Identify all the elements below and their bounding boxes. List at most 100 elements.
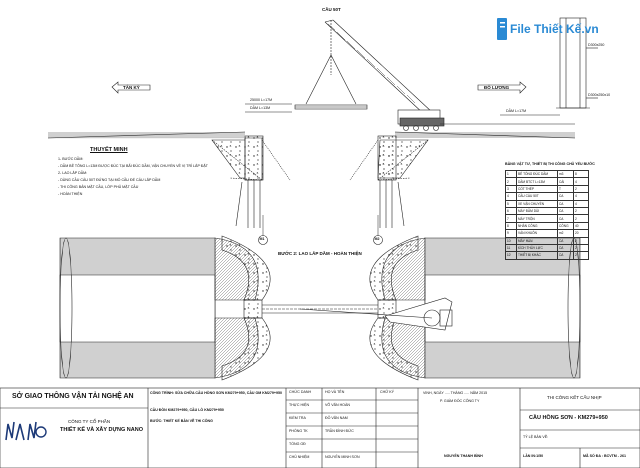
pier-m1-label: M1 (259, 237, 265, 241)
material-cell: 20 (573, 229, 589, 238)
project-label: CÔNG TRÌNH: SỬA CHỮA CẦU HỒNG SƠN KM279+… (150, 391, 282, 395)
method-line: - THI CÔNG BẢN MẶT CẦU, LỚP PHỦ MẶT CẦU (58, 185, 139, 189)
material-cell: 11 (505, 243, 517, 253)
material-cell: m3 (557, 169, 574, 179)
material-cell: 5 (505, 199, 517, 208)
material-cell: 8 (573, 169, 589, 179)
signature-header: CHỮ KÝ (380, 390, 395, 394)
material-cell: m2 (557, 229, 574, 238)
pile-detail (556, 17, 598, 109)
material-cell: DẦM BTCT L=13M (516, 177, 558, 186)
material-cell: CẦU CẨU 50T (516, 192, 558, 201)
sheet-title: THI CÔNG KẾT CẤU NHỊP (547, 395, 602, 400)
material-cell: CÔNG (557, 221, 574, 231)
material-cell: CA (557, 206, 574, 216)
material-cell: MÁY HÀN (516, 236, 558, 245)
method-line: - HOÀN THIỆN (58, 192, 83, 196)
method-line: 2- LAO LẮP DẦM: (58, 171, 88, 175)
direction-arrow-right (477, 81, 527, 94)
dim-label-2: DẦM L=13M (250, 106, 271, 110)
material-cell: 2 (505, 177, 517, 186)
material-cell: CA (557, 251, 574, 260)
material-cell: 2 (573, 243, 589, 253)
material-cell: CA (557, 214, 574, 223)
project-scope: CẦU ĐÒN KM279+950, CẦU LÒ KM279+950 (150, 408, 224, 412)
name-cell: VÕ VĂN HOÀN (325, 403, 350, 407)
title-block-lines (0, 387, 640, 468)
dim-label-1: 25000 L=17M (250, 98, 273, 102)
crane-label: CẦU 50T (322, 7, 341, 12)
dim-label-3: DẦM L=17M (506, 109, 527, 113)
elevation-view (47, 19, 576, 228)
sheet-number: LẦN IN:1/50 (523, 454, 544, 458)
material-cell: THIẾT BỊ KHÁC (516, 251, 558, 260)
material-cell: NHÂN CÔNG (516, 221, 558, 231)
material-cell: 2 (573, 214, 589, 223)
material-cell: 8 (505, 221, 517, 231)
material-cell: 1 (505, 169, 517, 179)
drawing-code: MÃ SỐ ĐA : BCVTM - 261 (583, 454, 626, 458)
material-cell: 2 (573, 251, 589, 260)
right-direction-label: ĐÔ LƯƠNG (484, 85, 510, 90)
material-cell: 40 (573, 221, 589, 231)
material-cell: MÁY ĐẦM DÙI (516, 206, 558, 216)
name-cell: NGUYỄN MINH SƠN (325, 455, 360, 459)
material-cell: 4 (573, 192, 589, 201)
material-cell: CỐT THÉP (516, 184, 558, 194)
watermark-logo: File Thiết Kế.vn (497, 16, 599, 44)
material-cell: CA (557, 199, 574, 208)
name-cell: ĐỖ VĂN NAM (325, 416, 348, 420)
role-cell: CHỨC DANH (289, 390, 312, 394)
method-line: - DÙNG CẦU CẨU 50T ĐỨNG TẠI MỐ CẦU ĐỂ CẨ… (58, 178, 161, 182)
company-logo (5, 421, 47, 441)
left-direction-label: TÂN KỲ (123, 85, 140, 90)
material-cell: 6 (505, 206, 517, 216)
material-cell: T (557, 184, 574, 194)
project-step: BƯỚC: THIẾT KẾ BẢN VẼ THI CÔNG (150, 419, 213, 423)
bridge-name: CẦU HỒNG SƠN - KM279+950 (529, 415, 608, 421)
step-title: BƯỚC 2: LAO LẮP DẦM - HOÀN THIỆN (278, 251, 362, 256)
detail-label-1: D300x250 (588, 43, 605, 47)
material-cell: KÍCH THỦY LỰC (516, 243, 558, 253)
material-cell: 4 (573, 199, 589, 208)
plan-view (59, 235, 581, 381)
material-cell: CA (557, 192, 574, 201)
material-cell: VÁN KHUÔN (516, 229, 558, 238)
director-title: P. GIÁM ĐỐC CÔNG TY (440, 399, 480, 403)
material-cell: 7 (505, 214, 517, 223)
detail-label-2: D300x250x10 (588, 93, 611, 97)
scale-label: TỶ LỆ BẢN VẼ: (523, 435, 549, 439)
method-title: THUYẾT MINH (90, 147, 128, 153)
name-cell: TRẦN ĐÌNH ĐỨC (325, 429, 354, 433)
material-cell: CA (557, 243, 574, 253)
method-line: - DẦM BÊ TÔNG L=13M ĐƯỢC ĐÚC TẠI BÃI ĐÚC… (58, 164, 208, 168)
material-cell: 2 (573, 206, 589, 216)
material-cell: 4 (505, 192, 517, 201)
pier-m2-label: M2 (374, 237, 380, 241)
material-cell: 9 (505, 229, 517, 238)
role-cell: CHỦ NHIỆM (289, 455, 310, 459)
material-cell: 4 (573, 177, 589, 186)
role-cell: PHÒNG TK (289, 429, 308, 433)
material-cell: BÊ TÔNG ĐÚC DẦM (516, 169, 558, 179)
materials-title: BẢNG VẬT TƯ, THIẾT BỊ THI CÔNG CHỦ YẾU B… (505, 162, 595, 166)
material-cell: 2 (573, 236, 589, 245)
role-cell: THỰC HIỆN (289, 403, 310, 407)
material-cell: 12 (505, 251, 517, 260)
pier-tag-m1 (258, 215, 268, 245)
company-line-2: THIẾT KẾ VÀ XÂY DỰNG NANO (60, 427, 143, 433)
role-cell: KIỂM TRA (289, 416, 306, 420)
role-cell: TỔNG GĐ (289, 442, 306, 446)
